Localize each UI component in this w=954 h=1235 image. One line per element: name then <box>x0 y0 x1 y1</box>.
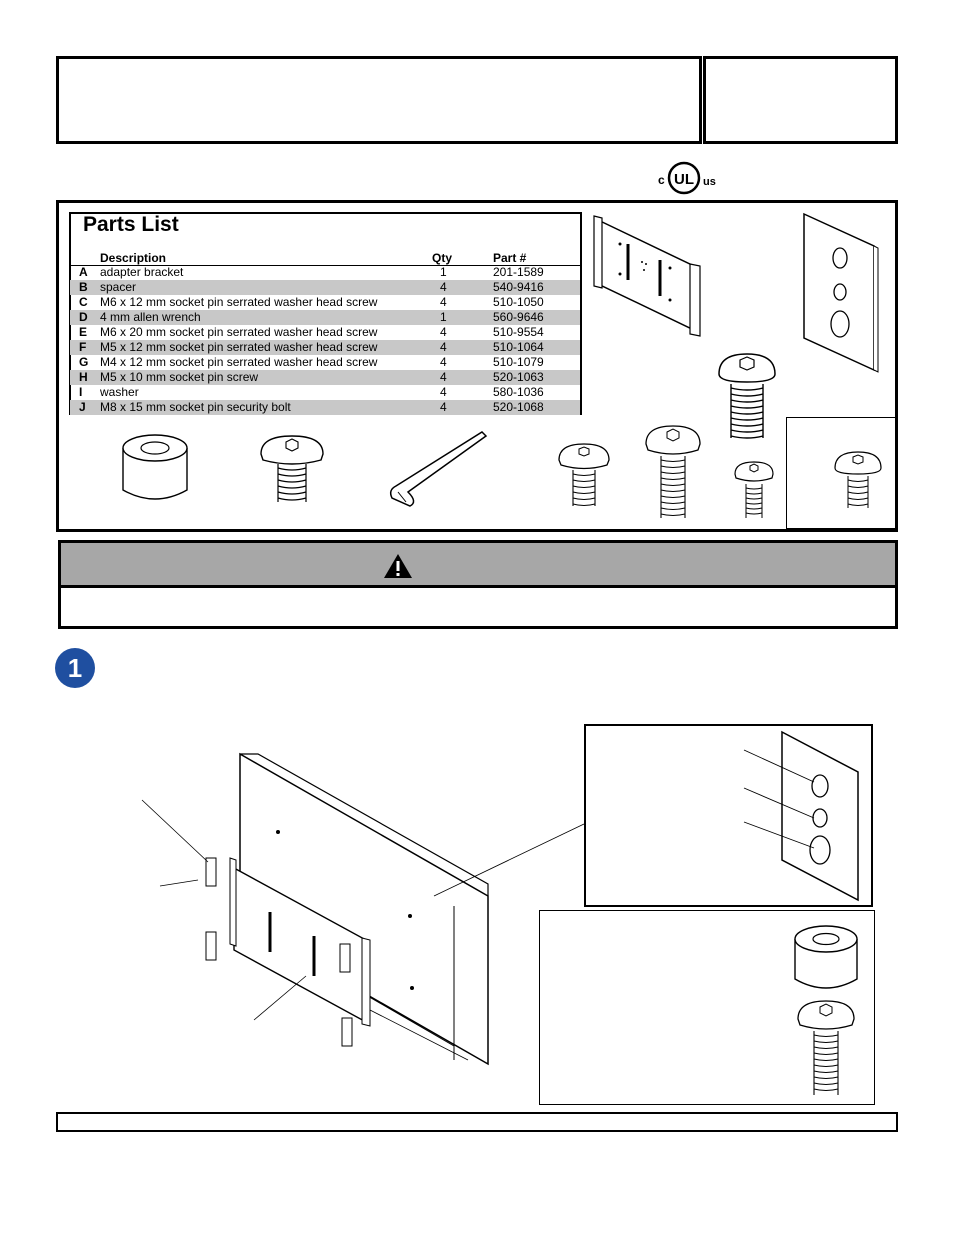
row-part-number: 201-1589 <box>493 265 544 279</box>
row-letter: A <box>79 265 88 279</box>
row-part-number: 510-1064 <box>493 340 544 354</box>
table-row: C M6 x 12 mm socket pin serrated washer … <box>70 295 580 310</box>
row-description: spacer <box>100 280 137 294</box>
adapter-bracket-illustration <box>593 215 701 337</box>
washer-template-illustration <box>803 212 879 373</box>
ul-mark-right: us <box>703 176 716 188</box>
row-description: washer <box>100 385 139 399</box>
row-qty: 4 <box>440 370 447 384</box>
column-header-description: Description <box>100 251 167 265</box>
row-description: 4 mm allen wrench <box>100 310 201 324</box>
ul-mark-left: c <box>658 173 665 187</box>
security-bolt-illustration <box>718 353 776 439</box>
screw-h-inset-box <box>786 417 896 529</box>
row-description: M6 x 20 mm socket pin serrated washer he… <box>100 325 378 339</box>
allen-wrench-illustration <box>389 431 488 507</box>
row-description: M5 x 10 mm socket pin screw <box>100 370 259 384</box>
row-description: M8 x 15 mm socket pin security bolt <box>100 400 291 414</box>
spacer-screw-callout <box>539 910 875 1105</box>
row-part-number: 580-1036 <box>493 385 544 399</box>
column-header-part: Part # <box>493 251 527 265</box>
row-description: M6 x 12 mm socket pin serrated washer he… <box>100 295 378 309</box>
screw-c-illustration <box>260 435 324 502</box>
row-letter: F <box>79 340 87 354</box>
screw-g-illustration <box>734 461 774 518</box>
parts-section <box>56 200 898 532</box>
row-part-number: 540-9416 <box>493 280 544 294</box>
row-qty: 4 <box>440 325 447 339</box>
column-header-qty: Qty <box>432 251 453 265</box>
table-row: D 4 mm allen wrench 1 560-9646 <box>70 310 580 325</box>
row-qty: 1 <box>440 265 447 279</box>
screw-h-illustration <box>834 451 882 508</box>
table-row: J M8 x 15 mm socket pin security bolt 4 … <box>70 400 580 415</box>
row-letter: C <box>79 295 88 309</box>
warning-body <box>58 586 898 629</box>
row-part-number: 560-9646 <box>493 310 544 324</box>
row-qty: 4 <box>440 400 447 414</box>
table-row: B spacer 4 540-9416 <box>70 280 580 295</box>
ul-certification-mark: c UL us <box>656 160 722 196</box>
header-rule <box>70 265 580 266</box>
row-part-number: 520-1068 <box>493 400 544 414</box>
row-qty: 4 <box>440 340 447 354</box>
screw-f-illustration <box>558 443 610 507</box>
row-qty: 4 <box>440 355 447 369</box>
model-number-box <box>703 56 898 144</box>
table-row: H M5 x 10 mm socket pin screw 4 520-1063 <box>70 370 580 385</box>
row-part-number: 520-1063 <box>493 370 544 384</box>
row-letter: D <box>79 310 88 324</box>
ul-logo-icon: c UL us <box>658 161 716 195</box>
spacer-illustration <box>122 434 188 500</box>
row-letter: H <box>79 370 88 384</box>
row-qty: 4 <box>440 385 447 399</box>
table-row: A adapter bracket 1 201-1589 <box>70 265 580 280</box>
washer-template-callout <box>584 724 873 907</box>
screw-e-illustration <box>645 425 701 518</box>
table-row: G M4 x 12 mm socket pin serrated washer … <box>70 355 580 370</box>
washer-template-detail-illustration <box>743 730 859 902</box>
warning-banner <box>58 540 898 588</box>
row-letter: J <box>79 400 86 414</box>
table-row: I washer 4 580-1036 <box>70 385 580 400</box>
row-description: M4 x 12 mm socket pin serrated washer he… <box>100 355 378 369</box>
row-letter: G <box>79 355 89 369</box>
warning-triangle-icon <box>384 554 412 578</box>
row-letter: B <box>79 280 88 294</box>
table-row: F M5 x 12 mm socket pin serrated washer … <box>70 340 580 355</box>
display-assembly-illustration <box>141 752 585 1066</box>
row-qty: 4 <box>440 280 447 294</box>
row-description: adapter bracket <box>100 265 184 279</box>
row-letter: I <box>79 385 83 399</box>
row-letter: E <box>79 325 88 339</box>
row-part-number: 510-1050 <box>493 295 544 309</box>
parts-list-title: Parts List <box>83 213 179 236</box>
row-part-number: 510-9554 <box>493 325 544 339</box>
ul-mark-center: UL <box>674 171 694 188</box>
footer-bar <box>56 1112 898 1132</box>
row-qty: 1 <box>440 310 447 324</box>
row-part-number: 510-1079 <box>493 355 544 369</box>
table-row: E M6 x 20 mm socket pin serrated washer … <box>70 325 580 340</box>
row-description: M5 x 12 mm socket pin serrated washer he… <box>100 340 378 354</box>
row-qty: 4 <box>440 295 447 309</box>
spacer-screw-detail-illustration <box>794 925 858 1095</box>
title-box <box>56 56 702 144</box>
step-number-badge: 1 <box>55 648 95 688</box>
